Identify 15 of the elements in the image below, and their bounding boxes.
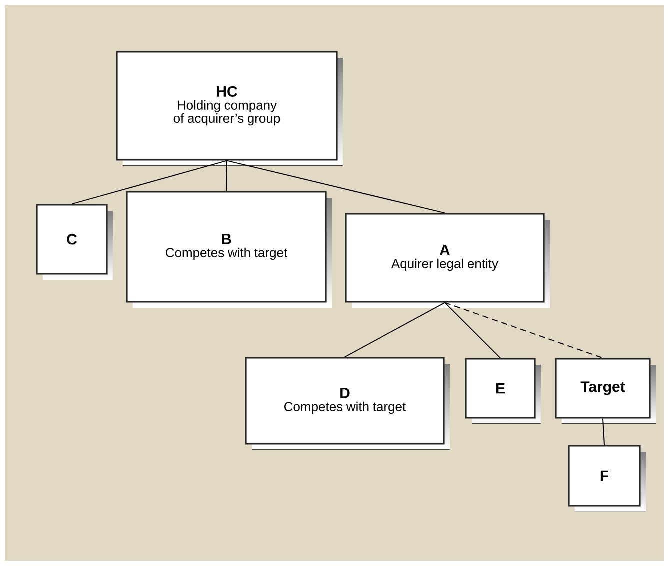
entity-box: E (465, 358, 541, 424)
entity-box: Target (555, 358, 656, 424)
entity-box: C (36, 204, 113, 280)
entity-box: D Competes with target (245, 357, 450, 450)
entity-box: F (568, 445, 646, 512)
connector-line (344, 302, 446, 358)
connector-line (72, 160, 228, 205)
entity-box: HC Holding company of acquirer’s group (116, 51, 343, 166)
dashed-line (444, 302, 604, 359)
entity-box: A Aquirer legal entity (345, 213, 550, 308)
connector-line (444, 302, 501, 359)
entity-box: B Competes with target (126, 191, 332, 308)
connector-line (226, 160, 446, 214)
connector-line (226, 160, 228, 192)
connector-line (602, 418, 605, 446)
